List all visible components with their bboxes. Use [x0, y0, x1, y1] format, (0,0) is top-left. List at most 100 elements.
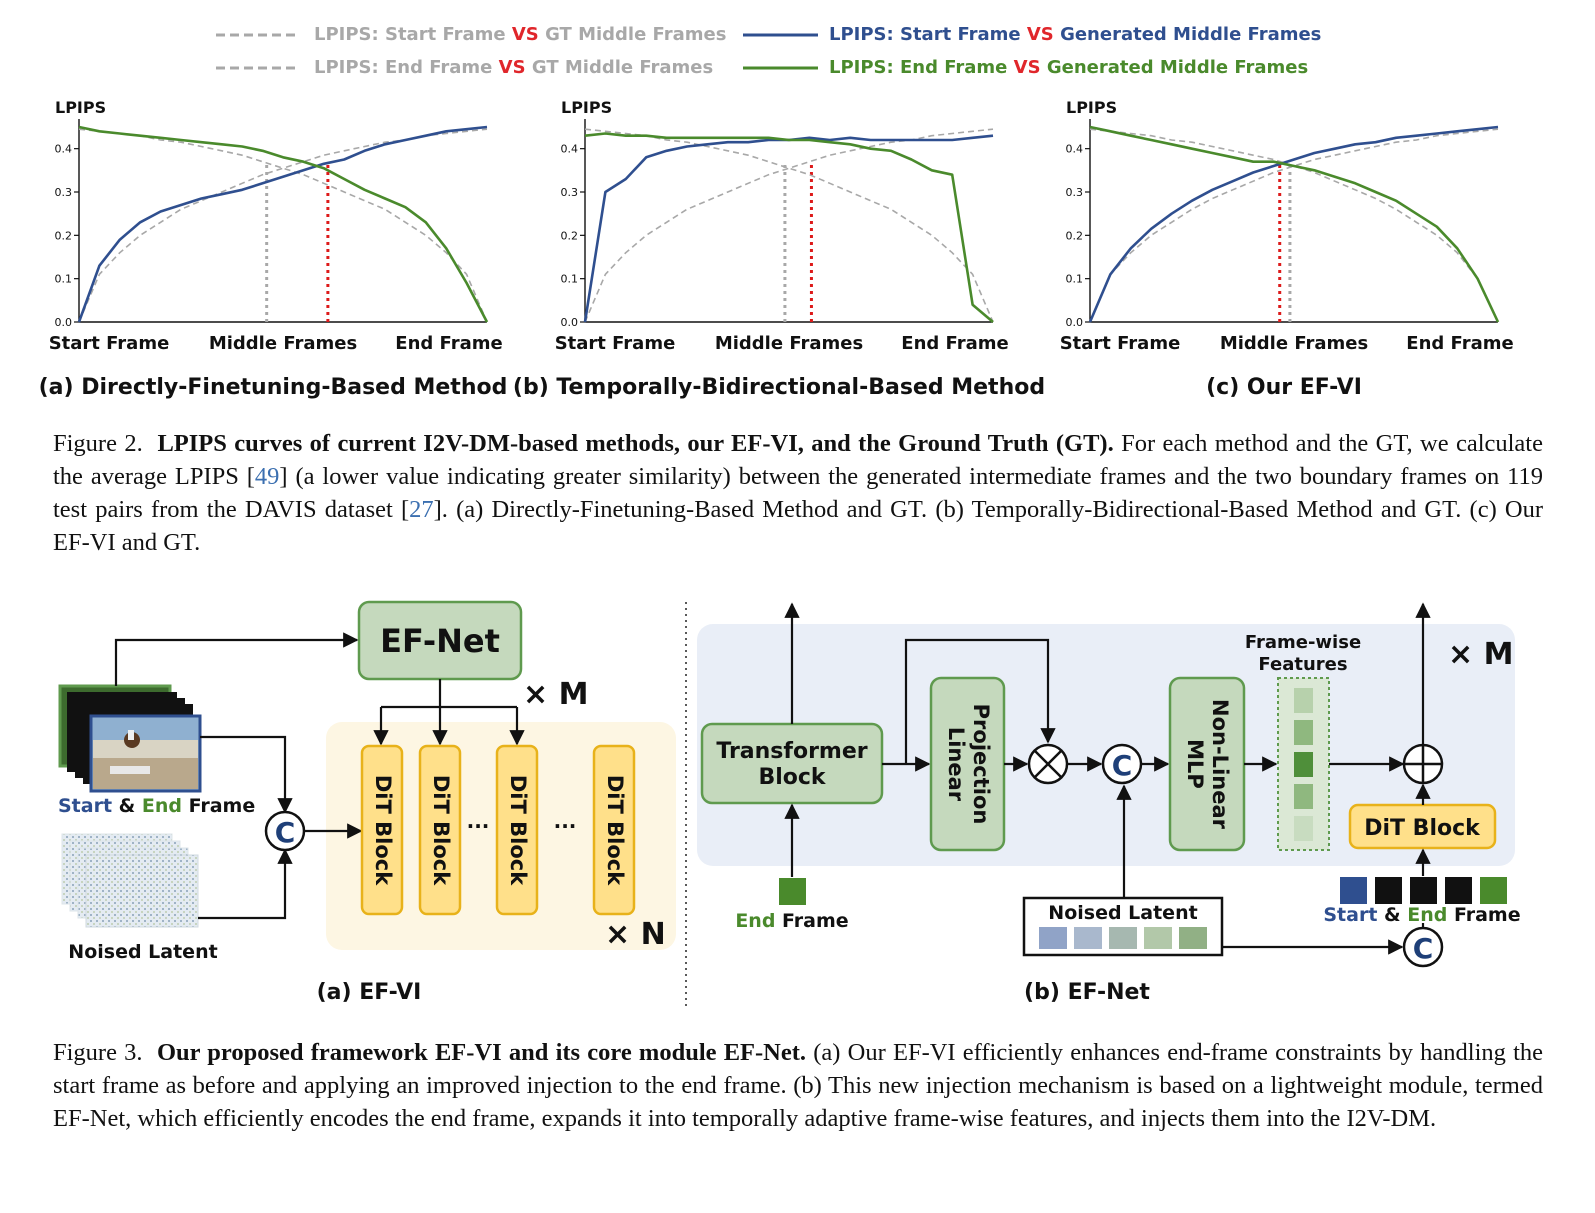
x-tick-label: End Frame: [395, 333, 502, 354]
y-tick-label: 0.1: [55, 273, 73, 286]
series-line: [1089, 125, 1500, 323]
ef-net-label: EF-Net: [380, 622, 500, 660]
times-m-label-right: × M: [1448, 637, 1513, 672]
dit-block-1-label: DiT Block: [371, 775, 395, 886]
legend-metric: LPIPS:: [314, 57, 385, 78]
y-tick-label: 0.1: [561, 273, 579, 286]
legend-metric: LPIPS:: [829, 57, 900, 78]
y-tick-label: 0.0: [55, 316, 73, 329]
end-frame-label-right: End Frame: [735, 910, 848, 932]
dit-block-2-label: DiT Block: [429, 775, 453, 886]
citation-27[interactable]: 27: [409, 496, 434, 523]
transformer-block-line1: Transformer: [716, 739, 867, 764]
y-tick-label: 0.2: [1066, 229, 1084, 242]
legend-a: End Frame: [899, 57, 1008, 78]
y-axis-label: LPIPS: [561, 98, 612, 117]
end-frame-token: [779, 878, 806, 905]
figure2-caption-bold: LPIPS curves of current I2V-DM-based met…: [157, 430, 1114, 457]
arrow-frames-to-efnet: [114, 632, 359, 686]
noised-latent-label-left: Noised Latent: [68, 941, 217, 963]
citation-49[interactable]: 49: [254, 463, 280, 490]
dit-block-1: DiT Block: [360, 744, 404, 916]
figure3-caption: Figure 3. Our proposed framework EF-VI a…: [53, 1036, 1543, 1135]
legend-a: End Frame: [384, 57, 493, 78]
dit-block-3: DiT Block: [495, 744, 539, 916]
legend-vs: VS: [511, 24, 539, 45]
y-tick-label: 0.0: [561, 316, 579, 329]
legend-vs: VS: [498, 57, 526, 78]
y-tick-label: 0.4: [1066, 143, 1084, 156]
figure2-caption-part3: ]. (a) Directly-Finetuning-Based Method …: [53, 496, 1543, 556]
x-tick-label: Middle Frames: [209, 333, 357, 354]
start-word: Start: [1323, 904, 1377, 926]
x-tick-label: Start Frame: [49, 333, 170, 354]
end-word: End: [142, 795, 182, 817]
noised-latent-stack: [61, 833, 199, 928]
end-word: End: [1407, 904, 1447, 926]
start-end-frame-tokens: [1340, 877, 1507, 904]
series-line: [1088, 125, 1499, 323]
figure3-caption-bold: Our proposed framework EF-VI and its cor…: [156, 1039, 807, 1066]
dit-block-4-label: DiT Block: [603, 775, 627, 886]
mlp-line2: MLP: [1183, 739, 1207, 789]
legend-a: Start Frame: [899, 24, 1021, 45]
figure3-caption-label: Figure 3.: [53, 1039, 143, 1066]
arrow-latent-to-concat: [198, 848, 293, 920]
concat-symbol-bottom: C: [1413, 932, 1434, 965]
start-end-frame-label: Start & End Frame: [58, 795, 255, 817]
times-m-label: × M: [523, 677, 588, 712]
legend-a: Start Frame: [384, 24, 506, 45]
y-tick-label: 0.3: [55, 186, 73, 199]
add-icon: [1402, 743, 1444, 785]
noised-latent-tokens: [1039, 927, 1207, 949]
linear-projection-line1: Linear: [944, 727, 968, 802]
times-n-label: × N: [605, 917, 666, 952]
series-line: [583, 134, 994, 323]
figure2-caption-label: Figure 2.: [53, 430, 143, 457]
frame-wise-features-stack: [1277, 677, 1330, 851]
frame-wise-features-line1: Frame-wise: [1245, 632, 1361, 653]
legend-b: Generated Middle Frames: [1060, 24, 1322, 45]
y-tick-label: 0.3: [561, 186, 579, 199]
figure2-caption: Figure 2. LPIPS curves of current I2V-DM…: [53, 427, 1543, 559]
x-tick-label: End Frame: [901, 333, 1008, 354]
y-tick-label: 0.2: [561, 229, 579, 242]
figure3-diagram: EF-Net × M Start & End Frame Noised Late…: [58, 600, 1521, 1010]
chart-subtitle: (a) Directly-Finetuning-Based Method: [39, 375, 508, 400]
figure2-caption-part1: For each method and the GT, we calculate…: [53, 430, 1543, 490]
x-tick-label: Start Frame: [555, 333, 676, 354]
legend-entry-3: LPIPS: Start Frame VS Generated Middle F…: [829, 24, 1321, 45]
noised-latent-label-right: Noised Latent: [1048, 902, 1197, 924]
y-tick-label: 0.0: [1066, 316, 1084, 329]
x-tick-label: Middle Frames: [715, 333, 863, 354]
x-tick-label: Start Frame: [1060, 333, 1181, 354]
concat-symbol-left: C: [275, 816, 296, 849]
ellipsis-1: ···: [467, 814, 490, 838]
legend-b: Generated Middle Frames: [1046, 57, 1309, 78]
frame-word: Frame: [182, 795, 255, 817]
figure2-caption-part2: ] (a lower value indicating greater simi…: [53, 463, 1543, 523]
y-tick-label: 0.2: [55, 229, 73, 242]
chart-subtitle: (c) Our EF-VI: [1206, 375, 1362, 400]
y-tick-label: 0.4: [561, 143, 579, 156]
x-tick-label: End Frame: [1406, 333, 1513, 354]
transformer-block-line2: Block: [758, 765, 826, 790]
x-tick-label: Middle Frames: [1220, 333, 1368, 354]
legend-vs: VS: [1013, 57, 1041, 78]
dit-block-3-label: DiT Block: [506, 775, 530, 886]
arrow-frames-to-concat: [200, 735, 293, 814]
frame-wise-features-line2: Features: [1258, 654, 1347, 675]
frame-word: Frame: [775, 910, 848, 932]
y-axis-label: LPIPS: [55, 98, 106, 117]
figure2-legend: [216, 33, 818, 70]
amp-word: &: [112, 795, 142, 817]
series-line: [77, 125, 488, 323]
chart-subtitle: (b) Temporally-Bidirectional-Based Metho…: [513, 375, 1045, 400]
linear-projection-line2: Projection: [969, 704, 993, 825]
subtitle-ef-net: (b) EF-Net: [1024, 980, 1150, 1005]
y-tick-label: 0.3: [1066, 186, 1084, 199]
y-axis-label: LPIPS: [1066, 98, 1117, 117]
legend-entry-2: LPIPS: End Frame VS GT Middle Frames: [314, 57, 713, 78]
ellipsis-2: ···: [554, 814, 577, 838]
